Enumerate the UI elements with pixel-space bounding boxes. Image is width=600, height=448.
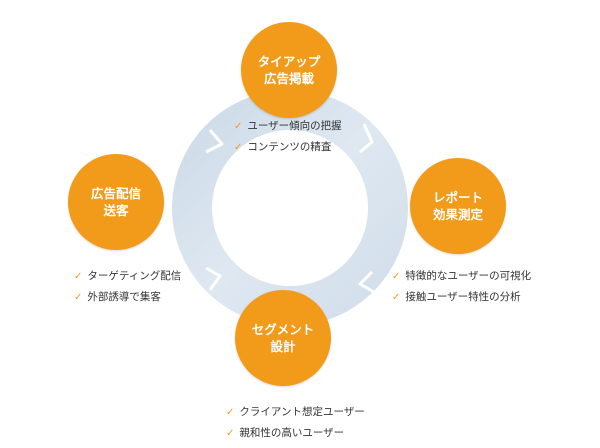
list-item: ✓ ターゲティング配信 <box>74 266 181 287</box>
bullets-bottom: ✓ クライアント想定ユーザー ✓ 親和性の高いユーザー <box>226 402 365 444</box>
bullet-text: ユーザー傾向の把握 <box>247 120 342 132</box>
check-icon: ✓ <box>226 427 235 439</box>
divider-bottom-left <box>205 266 222 291</box>
node-top-line1: タイアップ <box>257 54 321 69</box>
check-icon: ✓ <box>74 291 83 303</box>
list-item: ✓ 接触ユーザー特性の分析 <box>392 287 531 308</box>
check-icon: ✓ <box>234 141 243 153</box>
bullets-top: ✓ ユーザー傾向の把握 ✓ コンテンツの精査 <box>234 116 342 158</box>
node-right-line2: 効果測定 <box>432 207 483 222</box>
list-item: ✓ 特徴的なユーザーの可視化 <box>392 266 531 287</box>
list-item: ✓ コンテンツの精査 <box>234 137 342 158</box>
divider-top-left <box>205 129 224 154</box>
bullets-right: ✓ 特徴的なユーザーの可視化 ✓ 接触ユーザー特性の分析 <box>392 266 531 308</box>
node-bottom: セグメント 設計 <box>235 290 331 386</box>
bullet-text: 接触ユーザー特性の分析 <box>405 291 521 303</box>
check-icon: ✓ <box>234 120 243 132</box>
bullet-text: 特徴的なユーザーの可視化 <box>405 270 532 282</box>
bullet-text: 外部誘導で集客 <box>87 291 161 303</box>
bullet-text: ターゲティング配信 <box>87 270 182 282</box>
ring-dividers <box>205 123 375 294</box>
check-icon: ✓ <box>392 270 401 282</box>
ring-band <box>171 90 408 327</box>
check-icon: ✓ <box>74 270 83 282</box>
node-right-line1: レポート <box>432 190 483 205</box>
node-left-line2: 送客 <box>103 203 129 218</box>
check-icon: ✓ <box>226 406 235 418</box>
bullet-text: 親和性の高いユーザー <box>239 427 345 439</box>
node-bottom-line1: セグメント <box>251 322 315 337</box>
check-icon: ✓ <box>392 291 401 303</box>
list-item: ✓ ユーザー傾向の把握 <box>234 116 342 137</box>
node-left: 広告配信 送客 <box>68 154 164 250</box>
divider-bottom-right <box>358 270 375 294</box>
bullet-text: コンテンツの精査 <box>247 141 332 153</box>
bullet-text: クライアント想定ユーザー <box>239 406 365 418</box>
divider-top-right <box>359 123 374 154</box>
node-bottom-line2: 設計 <box>270 339 296 354</box>
bullets-left: ✓ ターゲティング配信 ✓ 外部誘導で集客 <box>74 266 181 308</box>
node-right: レポート 効果測定 <box>410 158 506 254</box>
list-item: ✓ 親和性の高いユーザー <box>226 423 365 444</box>
node-top: タイアップ 広告掲載 <box>241 22 337 118</box>
list-item: ✓ 外部誘導で集客 <box>74 287 181 308</box>
list-item: ✓ クライアント想定ユーザー <box>226 402 365 423</box>
node-top-line2: 広告掲載 <box>263 71 314 86</box>
node-left-line1: 広告配信 <box>90 186 141 201</box>
